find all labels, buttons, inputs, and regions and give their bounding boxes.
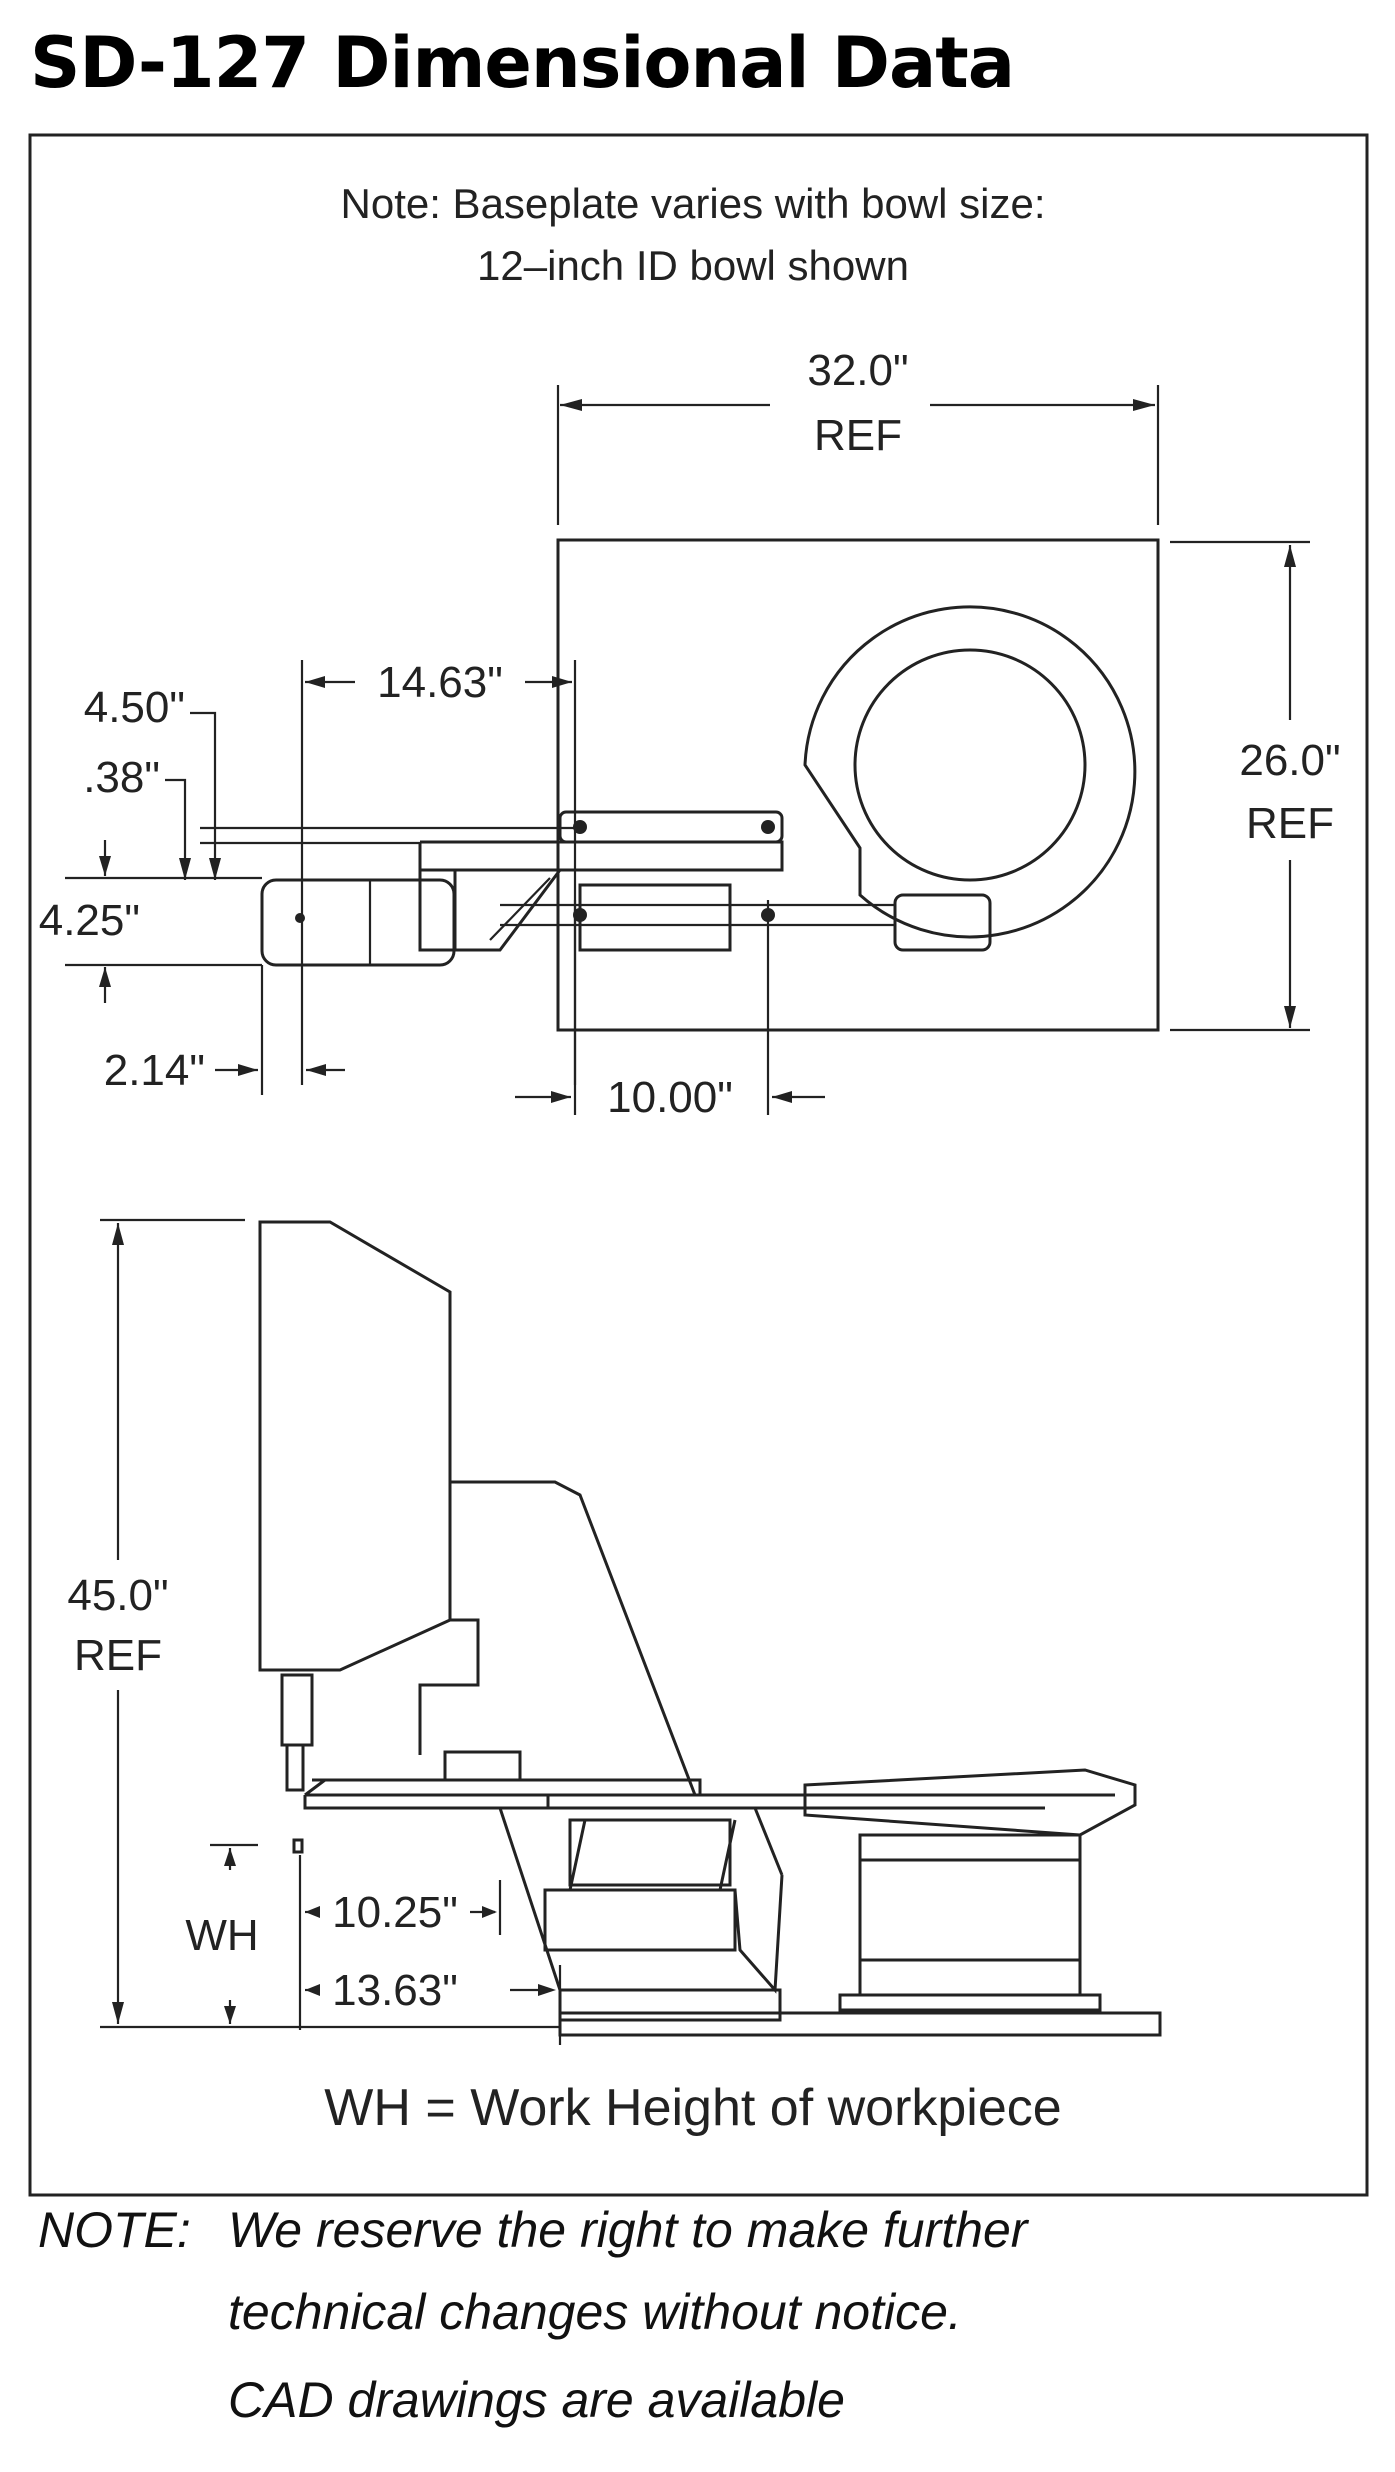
baseplate xyxy=(556,538,1160,1032)
work-height-legend: WH = Work Height of workpiece xyxy=(324,2079,1061,2137)
dimension-038: .38" xyxy=(83,753,160,802)
bowl-inner xyxy=(853,648,1087,882)
dimension-14-63: 14.63" xyxy=(377,658,503,707)
height-dimension-value: 45.0" xyxy=(67,1571,168,1620)
dimension-4-25: 4.25" xyxy=(39,896,140,945)
drawing-frame xyxy=(28,133,1369,2197)
bowl-outer xyxy=(803,605,1137,939)
footer-note-line2: technical changes without notice. xyxy=(228,2284,962,2340)
width-dimension-value: 32.0" xyxy=(807,346,908,395)
footer-note-label: NOTE: xyxy=(38,2202,191,2258)
dimension-10-00: 10.00" xyxy=(607,1073,733,1122)
dimension-10-25: 10.25" xyxy=(332,1888,458,1937)
carrier-block xyxy=(260,878,456,967)
cad-availability-note: CAD drawings are available xyxy=(228,2372,845,2428)
dimension-2-14: 2.14" xyxy=(104,1046,205,1095)
depth-dimension-ref: REF xyxy=(1246,799,1334,848)
top-view: 32.0" REF 26.0" REF xyxy=(39,346,1341,1122)
side-base xyxy=(558,1988,782,2022)
footer-note-line1: We reserve the right to make further xyxy=(228,2202,1028,2258)
page-title: SD-127 Dimensional Data xyxy=(30,22,1015,104)
dimension-4-50: 4.50" xyxy=(84,683,185,732)
depth-dimension-value: 26.0" xyxy=(1239,736,1340,785)
height-dimension-ref: REF xyxy=(74,1631,162,1680)
baseplate-note-line1: Note: Baseplate varies with bowl size: xyxy=(341,180,1046,227)
work-height-label: WH xyxy=(185,1911,258,1960)
width-dimension-ref: REF xyxy=(814,411,902,460)
baseplate-note-line2: 12–inch ID bowl shown xyxy=(477,242,909,289)
side-view: 45.0" REF xyxy=(67,1218,1162,2045)
dimension-13-63: 13.63" xyxy=(332,1966,458,2015)
press-housing xyxy=(258,1220,452,1672)
